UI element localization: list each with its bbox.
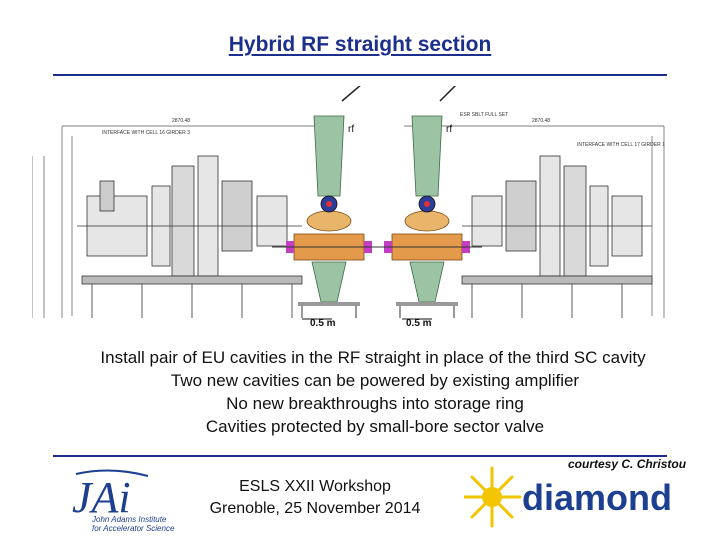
courtesy-credit: courtesy C. Christou xyxy=(568,457,687,471)
left-machinery xyxy=(77,155,303,318)
scale-label-right: 0.5 m xyxy=(406,318,432,326)
workshop-date: Grenoble, 25 November 2014 xyxy=(209,500,421,517)
bullet-item: Cavities protected by small-bore sector … xyxy=(205,417,545,436)
scale-label-left: 0.5 m xyxy=(310,318,336,326)
interface-label-left: INTERFACE WITH CELL 16 GIRDER 3 xyxy=(102,130,190,136)
workshop-info: ESLS XXII Workshop Grenoble, 25 November… xyxy=(190,476,440,520)
dim-label-right: 2870.48 xyxy=(532,118,550,124)
left-eu-cavity xyxy=(286,86,372,318)
bullet-item: Two new cavities can be powered by exist… xyxy=(170,371,580,390)
dim-label-left: 2870.48 xyxy=(172,118,190,124)
rf-label-left: rf xyxy=(348,124,354,135)
diamond-star-icon xyxy=(464,466,522,528)
rf-straight-drawing: 2870.48 2870.48 INTERFACE WITH CELL 16 G… xyxy=(32,86,665,326)
right-eu-cavity xyxy=(384,86,470,318)
workshop-name: ESLS XXII Workshop xyxy=(239,478,391,495)
diamond-logo: diamond xyxy=(464,466,672,528)
jai-logo-line1: John Adams Institute xyxy=(91,515,167,524)
interface-label-right: INTERFACE WITH CELL 17 GIRDER 1 xyxy=(577,142,665,148)
slide-title: Hybrid RF straight section xyxy=(228,33,492,56)
right-machinery xyxy=(461,155,653,318)
bullet-item: No new breakthroughs into storage ring xyxy=(226,394,524,413)
bullet-list: Install pair of EU cavities in the RF st… xyxy=(0,346,720,438)
rf-label-right: rf xyxy=(446,124,452,135)
title-divider xyxy=(53,74,667,76)
bullet-item: Install pair of EU cavities in the RF st… xyxy=(100,348,646,367)
center-tag-label: ESR SBLT FULL SET xyxy=(460,112,508,118)
diamond-logo-text: diamond xyxy=(522,477,672,518)
footer-divider xyxy=(53,455,667,457)
jai-logo: JAi John Adams Institute for Accelerator… xyxy=(72,469,175,533)
jai-logo-mark: JAi xyxy=(72,473,131,522)
jai-logo-line2: for Accelerator Science xyxy=(92,524,175,533)
